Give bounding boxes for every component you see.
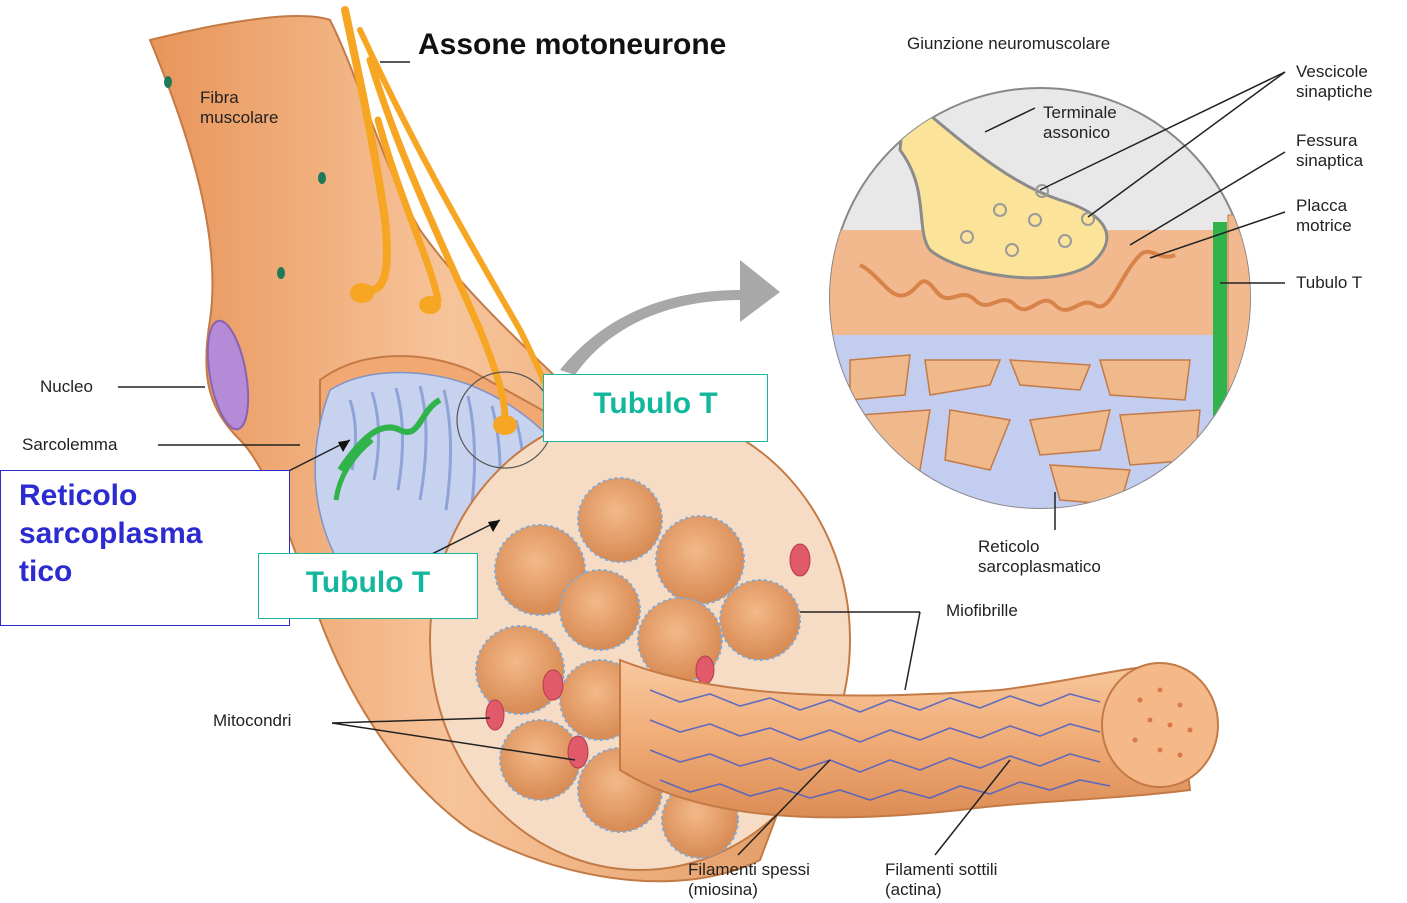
label-axon: Assone motoneurone <box>418 28 726 62</box>
label-sarcolemma: Sarcolemma <box>22 435 117 455</box>
label-terminale: Terminale assonico <box>1043 103 1117 143</box>
label-mitocondri: Mitocondri <box>213 711 291 731</box>
callout-tubulo-upper: Tubulo T <box>543 374 768 442</box>
label-miofibrille: Miofibrille <box>946 601 1018 621</box>
label-tubulo-inset: Tubulo T <box>1296 273 1362 293</box>
label-nucleo: Nucleo <box>40 377 93 397</box>
label-vescicole: Vescicole sinaptiche <box>1296 62 1373 102</box>
label-filamenti-sottili: Filamenti sottili (actina) <box>885 860 997 900</box>
callout-reticolo: Reticolo sarcoplasma tico <box>0 470 290 626</box>
label-filamenti-spessi: Filamenti spessi (miosina) <box>688 860 810 900</box>
zoom-arrow <box>560 260 780 375</box>
label-reticolo-inset: Reticolo sarcoplasmatico <box>978 537 1101 577</box>
myofibril-end <box>1102 663 1218 787</box>
callout-tubulo-lower: Tubulo T <box>258 553 478 619</box>
inset-title: Giunzione neuromuscolare <box>907 34 1110 54</box>
label-fibra: Fibra muscolare <box>200 88 278 128</box>
label-fessura: Fessura sinaptica <box>1296 131 1363 171</box>
label-placca: Placca motrice <box>1296 196 1352 236</box>
